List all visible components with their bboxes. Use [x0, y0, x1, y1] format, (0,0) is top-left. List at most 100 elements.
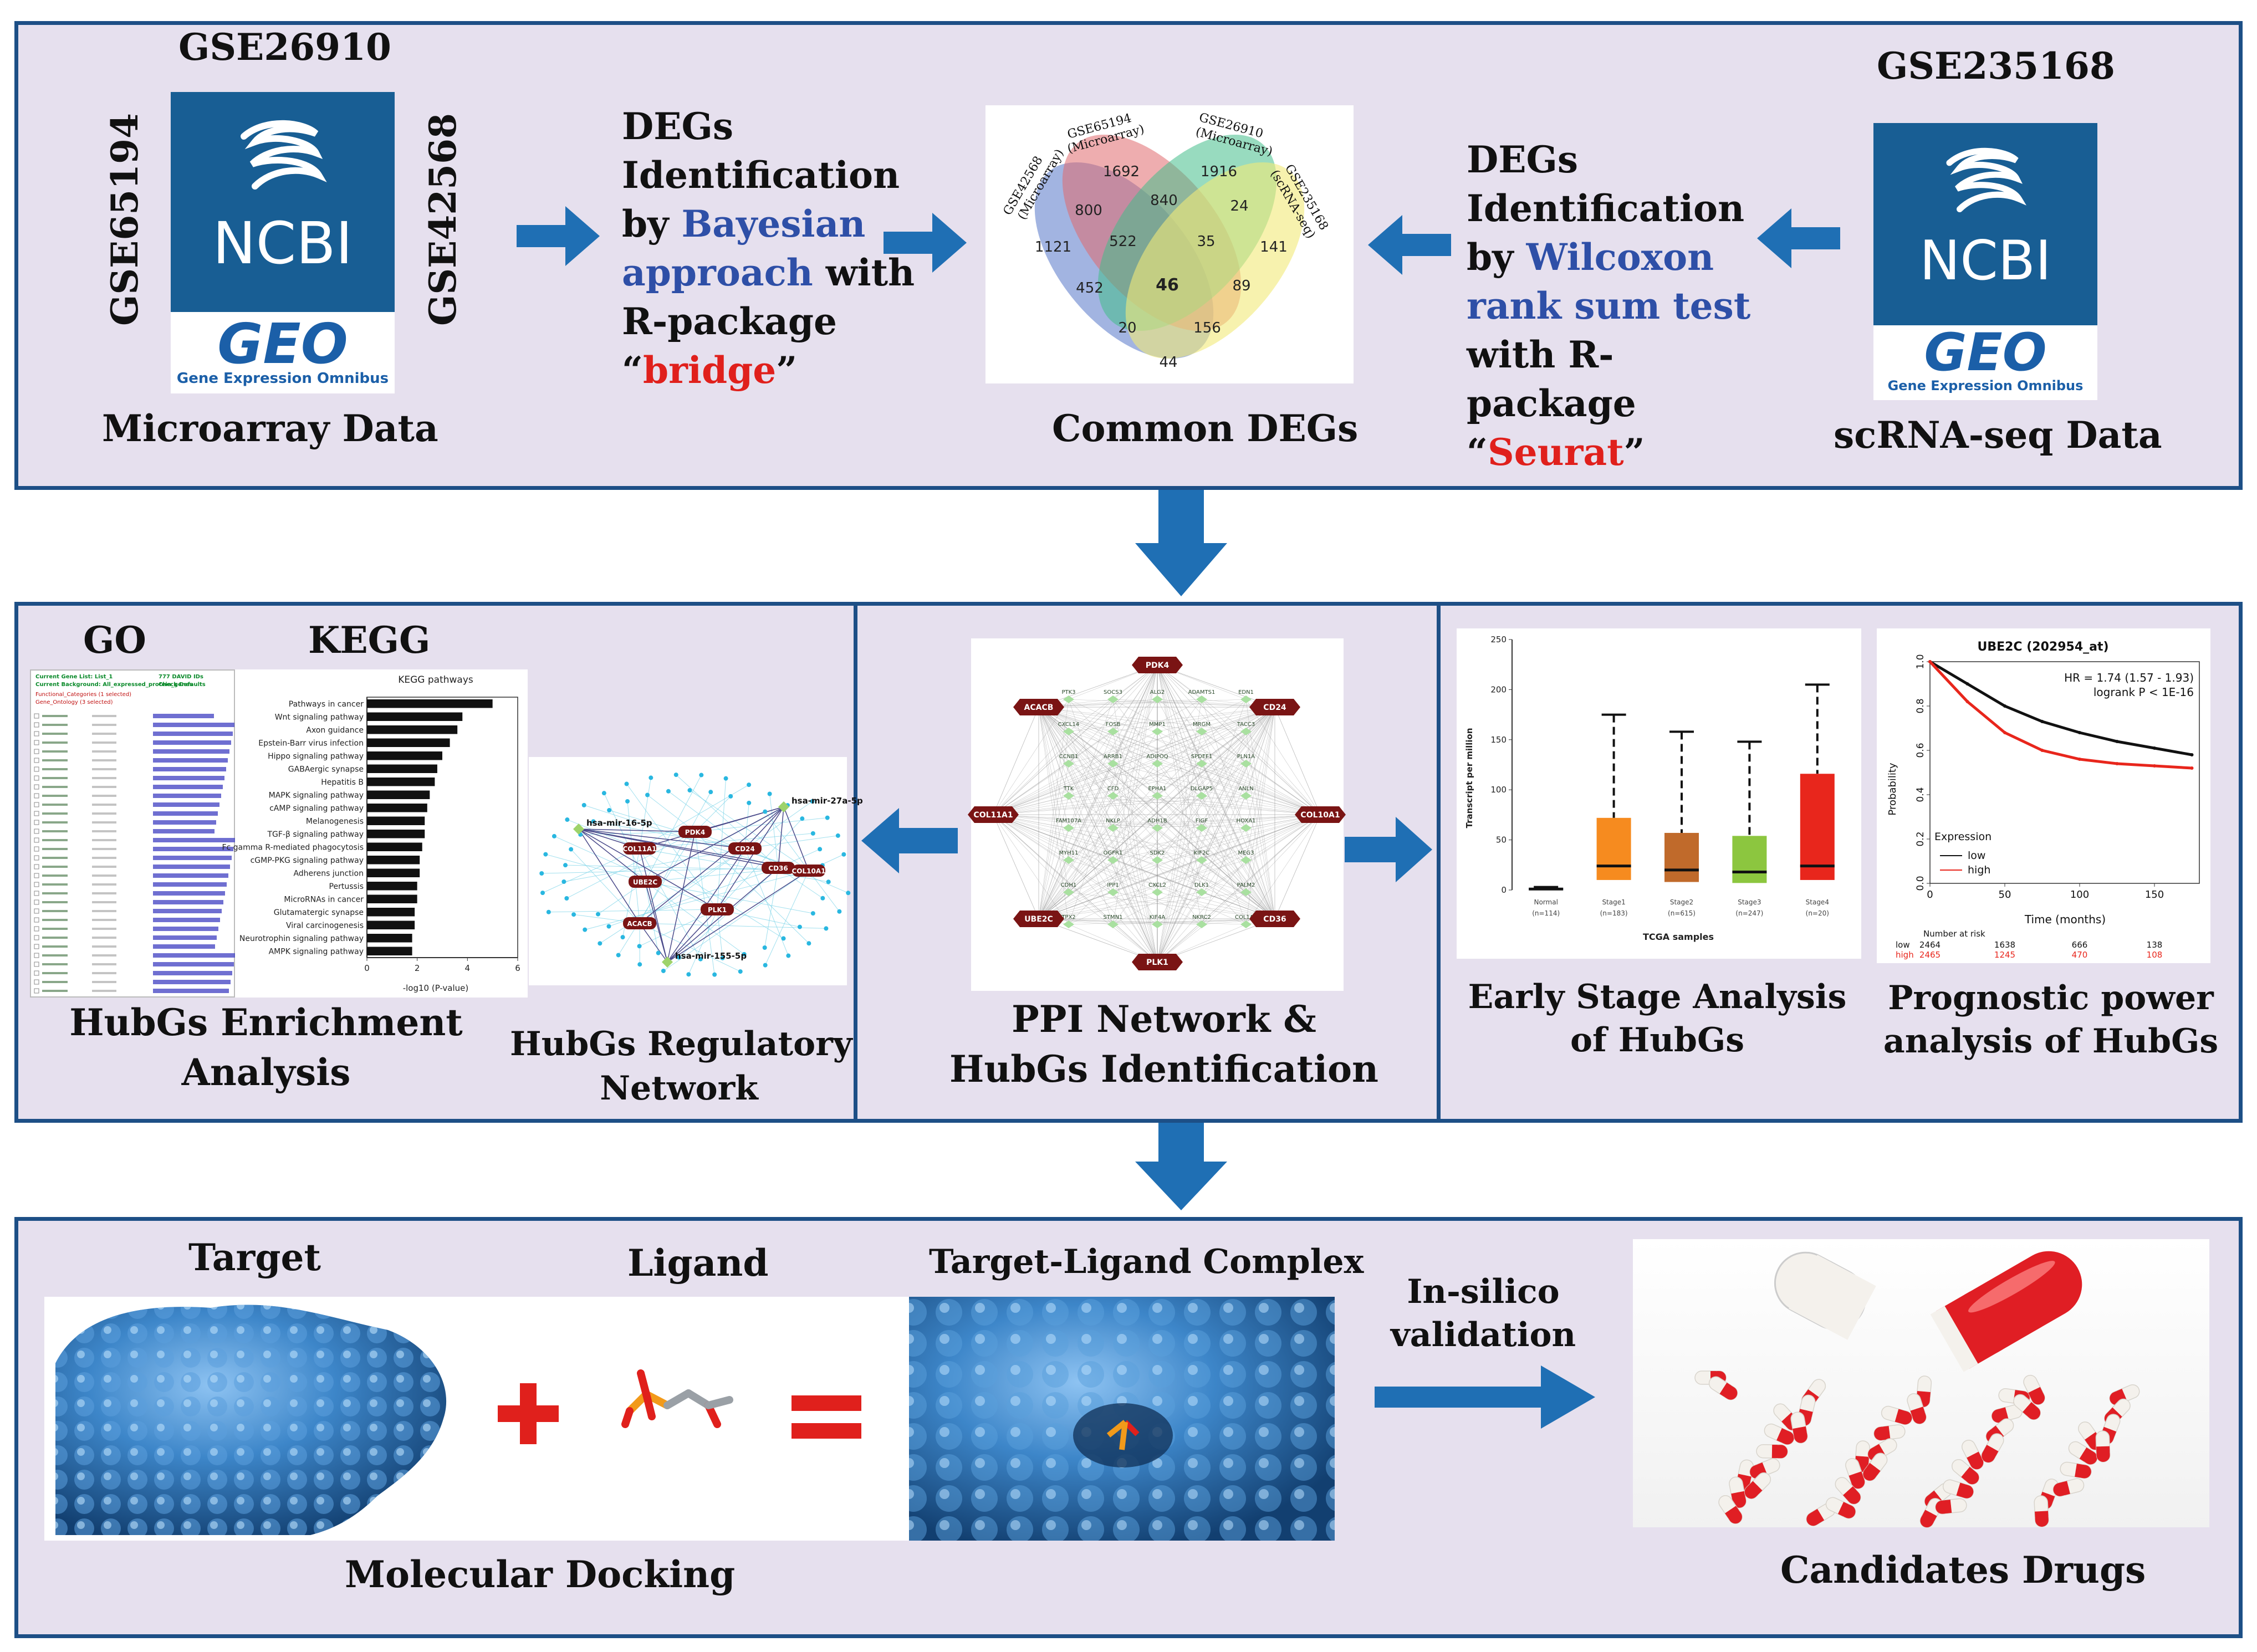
ppi-edge [1157, 814, 1321, 963]
go-row-value [92, 750, 116, 753]
go-row-checkbox[interactable] [34, 846, 39, 852]
go-row-checkbox[interactable] [34, 926, 39, 932]
go-row-checkbox[interactable] [34, 873, 39, 878]
go-row-checkbox[interactable] [34, 828, 39, 834]
go-row-checkbox[interactable] [34, 793, 39, 799]
go-row-value [92, 901, 116, 903]
reg-edge [639, 833, 813, 849]
go-row-term [42, 804, 68, 806]
ppi-node-label: EPHA1 [1148, 786, 1166, 792]
go-row-checkbox[interactable] [34, 988, 39, 994]
panel-divider [854, 602, 857, 1123]
go-row-checkbox[interactable] [34, 864, 39, 870]
go-row-checkbox[interactable] [34, 811, 39, 816]
ppi-node-label: PALM2 [1237, 882, 1255, 888]
go-row-bar [153, 829, 215, 833]
ppi-edge [1068, 707, 1275, 764]
reg-target-node [620, 935, 625, 940]
ppi-edge [993, 814, 1275, 919]
reg-target-node [820, 896, 825, 901]
ppi-edge [1038, 707, 1247, 828]
pill-icon [1961, 1439, 1984, 1470]
go-row-checkbox[interactable] [34, 837, 39, 843]
go-row-checkbox[interactable] [34, 961, 39, 967]
go-row-checkbox[interactable] [34, 713, 39, 719]
ppi-edge [1112, 814, 1321, 828]
ppi-edge [993, 814, 1158, 861]
go-row-checkbox[interactable] [34, 740, 39, 745]
boxplot-box [1800, 774, 1835, 880]
go-row-checkbox[interactable] [34, 855, 39, 861]
go-row-checkbox[interactable] [34, 775, 39, 781]
go-table-screenshot: Current Gene List: List_1 Current Backgr… [30, 669, 236, 998]
regulatory-caption: HubGs Regulatory Network [510, 1025, 852, 1108]
go-row-checkbox[interactable] [34, 979, 39, 985]
go-row-checkbox[interactable] [34, 820, 39, 825]
reg-target-node [686, 972, 691, 977]
go-row-term [42, 892, 68, 894]
pill-icon [1756, 1444, 1788, 1459]
go-row-term [42, 945, 68, 948]
go-row-checkbox[interactable] [34, 891, 39, 896]
ppi-caption: PPI Network & HubGs Identification [949, 998, 1379, 1091]
ppi-edge [1038, 707, 1158, 764]
reg-mirna-node [778, 801, 789, 812]
kegg-bar [367, 712, 463, 721]
boxplot-box [1664, 832, 1699, 882]
ligand-label: Ligand [627, 1241, 769, 1285]
reg-edge [690, 790, 809, 871]
reg-target-node [767, 791, 772, 796]
ppi-node-label: TTK [1063, 786, 1074, 792]
go-row-value [92, 883, 116, 886]
ppi-node [1152, 792, 1163, 800]
panel-divider [1437, 602, 1441, 1123]
survival-point [2040, 749, 2044, 752]
go-row-checkbox[interactable] [34, 899, 39, 905]
go-row-checkbox[interactable] [34, 908, 39, 914]
go-row-checkbox[interactable] [34, 953, 39, 958]
pill-icon [2060, 1461, 2092, 1479]
ppi-edge [1201, 699, 1321, 815]
ppi-edge [1038, 707, 1069, 861]
kegg-pathway-label: Axon guidance [306, 726, 364, 735]
go-row-checkbox[interactable] [34, 749, 39, 754]
ppi-node-label: FOSB [1106, 722, 1121, 728]
go-row-checkbox[interactable] [34, 970, 39, 976]
go-row-checkbox[interactable] [34, 731, 39, 737]
reg-mirna-edge [667, 870, 809, 963]
risk-table-title: Number at risk [1923, 929, 1985, 939]
reg-target-node [673, 773, 678, 778]
reg-target-node [687, 788, 692, 793]
ppi-edge [1068, 860, 1158, 963]
go-row-checkbox[interactable] [34, 722, 39, 728]
ppi-edge [1038, 731, 1202, 919]
ppi-edge [993, 699, 1069, 815]
go-row-checkbox[interactable] [34, 917, 39, 923]
common-degs-caption: Common DEGs [1052, 407, 1359, 450]
survival-y-tick-label: 1.0 [1915, 654, 1926, 669]
go-row-checkbox[interactable] [34, 882, 39, 887]
ppi-edge [1157, 731, 1247, 963]
ppi-edge [1038, 699, 1247, 919]
ppi-edge [1068, 892, 1275, 919]
go-row-checkbox[interactable] [34, 944, 39, 949]
kegg-bar [367, 751, 442, 760]
go-row-checkbox[interactable] [34, 802, 39, 807]
go-row-checkbox[interactable] [34, 758, 39, 763]
kegg-pathway-label: MicroRNAs in cancer [284, 895, 364, 904]
go-row-checkbox[interactable] [34, 766, 39, 772]
reg-target-node [656, 950, 661, 955]
ppi-edge [993, 731, 1114, 815]
ppi-node [1196, 760, 1207, 768]
go-row-checkbox[interactable] [34, 935, 39, 940]
ppi-node [1196, 728, 1207, 735]
ppi-edge [1068, 827, 1275, 919]
ppi-edge [1112, 699, 1321, 815]
venn-region: 1121 [1035, 239, 1071, 255]
venn-region: 800 [1075, 202, 1102, 219]
venn-region: 24 [1230, 198, 1248, 214]
ppi-edge [993, 814, 1158, 828]
go-row-bar [153, 723, 234, 727]
go-row-checkbox[interactable] [34, 784, 39, 790]
boxplot-tick-label: 100 [1490, 785, 1507, 795]
